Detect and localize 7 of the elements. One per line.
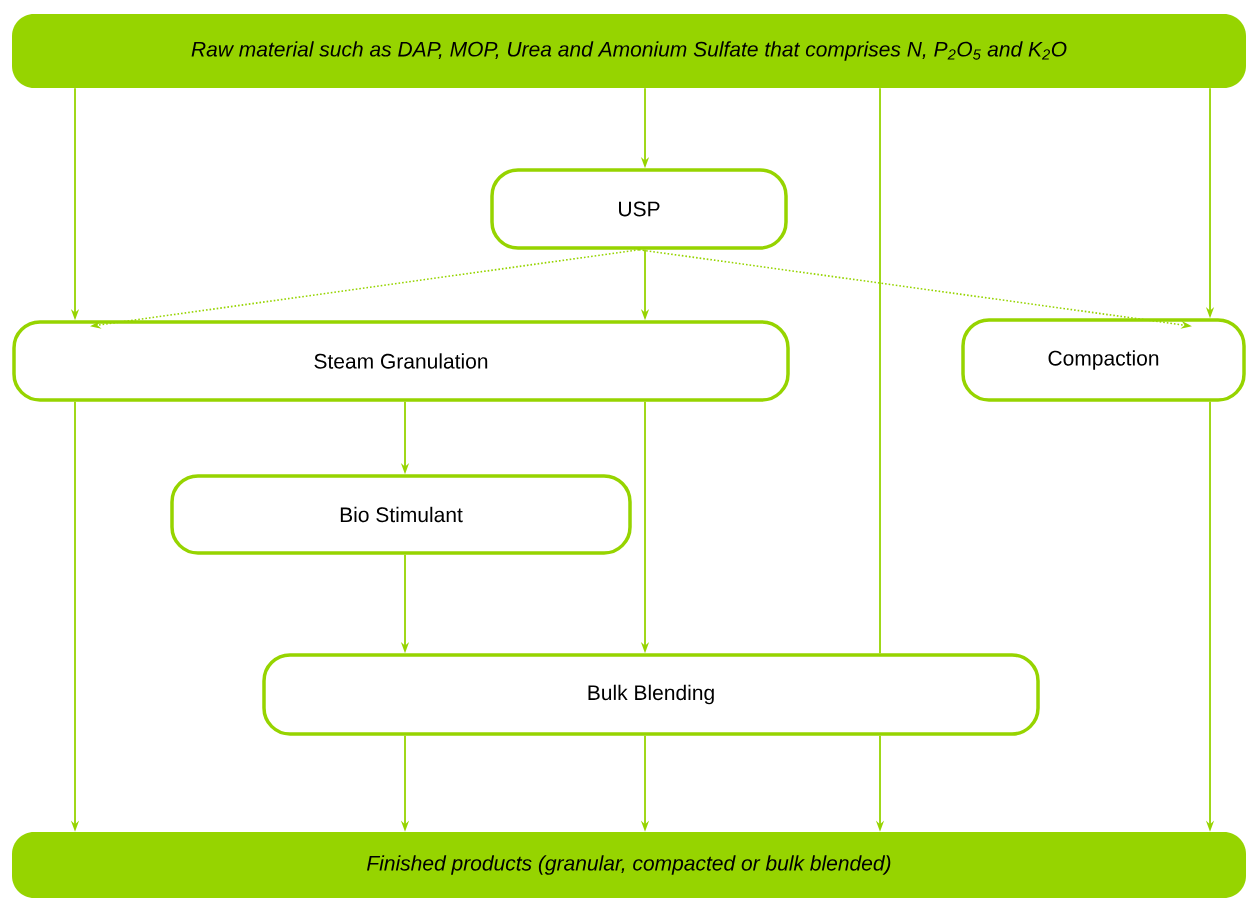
process-box: Steam Granulation <box>12 320 790 402</box>
banner: Raw material such as DAP, MOP, Urea and Amonium Sulfate that comprises N, P$_{2}$O$_{5}$ and K$_{2}$O <box>12 14 1246 88</box>
process-box: Bio Stimulant <box>170 474 632 555</box>
process-box: Bulk Blending <box>262 653 1040 736</box>
process-box: USP <box>490 168 788 250</box>
banner: Finished products (granular, compacted or bulk blended) <box>12 832 1246 898</box>
process-box: Compaction <box>961 318 1246 402</box>
